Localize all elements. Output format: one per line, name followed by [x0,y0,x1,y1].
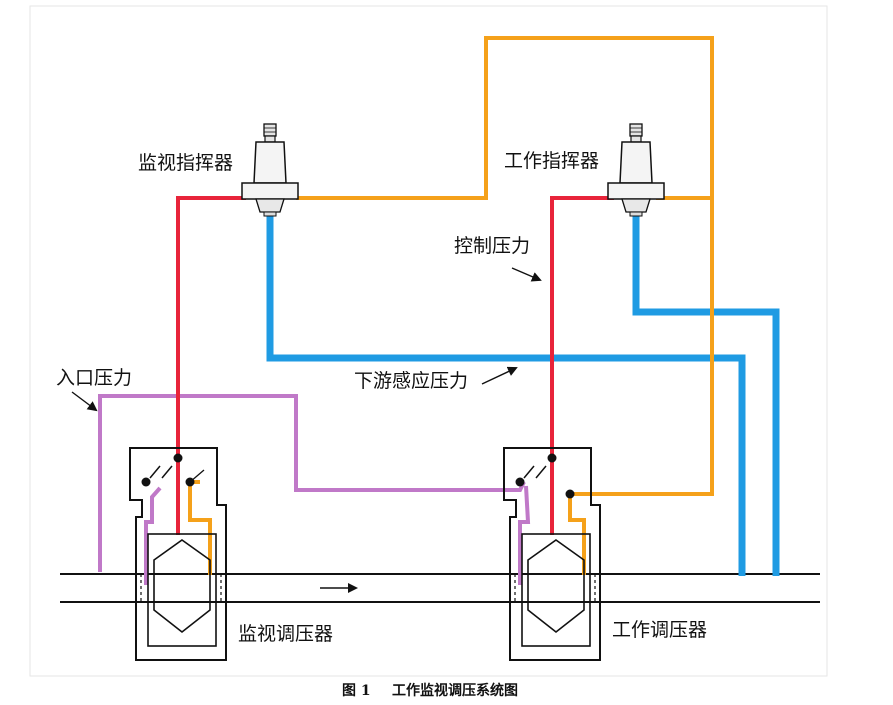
inlet-pressure-label: 入口压力 [56,367,132,389]
inlet-sense-worker [518,485,531,585]
figure-frame [29,5,828,677]
main-pipeline [60,573,820,603]
inlet-pressure-line-monitor [98,394,526,572]
control-pressure-label: 控制压力 [454,235,530,257]
loading-line-monitor-to-worker [296,36,714,496]
loading-sense-worker [568,494,586,575]
loading-sense-monitor [188,480,212,575]
control-pressure-arrow [511,267,542,282]
downstream-pressure-label: 下游感应压力 [354,370,468,392]
control-pressure-line-monitor [176,196,246,535]
inlet-sense-monitor [144,486,162,585]
pilot-regulator-icon [241,123,299,217]
regulator-valve-icon [129,447,227,661]
worker-regulator-label: 工作调压器 [612,619,707,641]
monitor-pilot-label: 监视指挥器 [138,152,233,174]
inlet-pressure-arrow [71,391,98,412]
downstream-sense-line-monitor [266,212,746,576]
downstream-pressure-arrow [481,366,518,385]
control-pressure-line-worker [550,196,614,535]
figure-caption-number: 图 1 [342,683,371,699]
pilot-regulator-icon [607,123,665,217]
figure-caption-title: 工作监视调压系统图 [392,682,518,699]
monitor-regulator-label: 监视调压器 [238,623,333,645]
regulator-valve-icon [503,447,601,661]
worker-pilot-label: 工作指挥器 [504,150,599,172]
downstream-sense-line-worker [632,212,780,576]
